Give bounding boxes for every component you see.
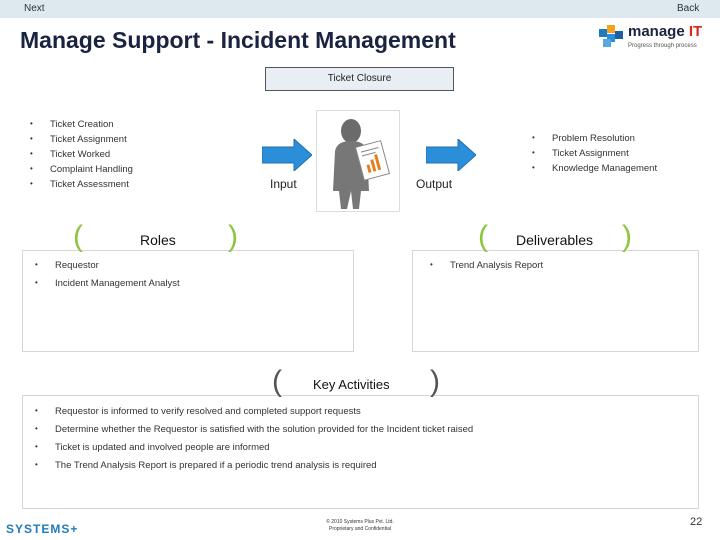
list-item: Determine whether the Requestor is satis… [35, 424, 473, 442]
confidential-line: Proprietary and Confidential [329, 526, 391, 532]
deliverables-list: Trend Analysis Report [430, 260, 543, 278]
page-number: 22 [690, 516, 703, 528]
list-item: Ticket Worked [30, 149, 133, 164]
list-item: Problem Resolution [532, 133, 657, 148]
list-item: Incident Management Analyst [35, 278, 180, 296]
list-item: Ticket Creation [30, 119, 133, 134]
list-item: Knowledge Management [532, 163, 657, 178]
input-list: Ticket Creation Ticket Assignment Ticket… [30, 119, 133, 194]
left-bracket-icon: ( [478, 220, 488, 253]
ticket-closure-box: Ticket Closure [265, 67, 454, 91]
output-label: Output [416, 177, 453, 191]
list-item: The Trend Analysis Report is prepared if… [35, 460, 473, 478]
list-item: Ticket Assignment [30, 134, 133, 149]
list-item: Trend Analysis Report [430, 260, 543, 278]
key-activities-title: Key Activities [313, 377, 390, 392]
list-item: Ticket Assessment [30, 179, 133, 194]
brand-name: manage IT [628, 23, 703, 40]
top-nav-bar [0, 0, 720, 18]
right-bracket-icon: ) [430, 365, 440, 398]
brand-tagline: Progress through process [628, 43, 697, 49]
output-arrow-icon [426, 139, 476, 171]
list-item: Ticket Assignment [532, 148, 657, 163]
list-item: Requestor is informed to verify resolved… [35, 406, 473, 424]
manageit-logo: manage IT Progress through process [598, 22, 708, 56]
output-list: Problem Resolution Ticket Assignment Kno… [532, 133, 657, 178]
list-item: Complaint Handling [30, 164, 133, 179]
left-bracket-icon: ( [73, 220, 83, 253]
input-arrow-icon [262, 139, 312, 171]
person-with-document-image [316, 110, 400, 212]
page-title: Manage Support - Incident Management [20, 27, 456, 53]
input-label: Input [270, 177, 297, 191]
left-bracket-icon: ( [272, 365, 282, 398]
right-bracket-icon: ) [228, 220, 238, 253]
copyright-footer: © 2010 Systems Plus Pvt. Ltd. Proprietar… [312, 519, 408, 533]
right-bracket-icon: ) [622, 220, 632, 253]
list-item: Ticket is updated and involved people ar… [35, 442, 473, 460]
back-link[interactable]: Back [677, 3, 700, 14]
key-activities-list: Requestor is informed to verify resolved… [35, 406, 473, 478]
systems-plus-logo: SYSTEMS+ [6, 522, 79, 536]
list-item: Requestor [35, 260, 180, 278]
copyright-line: © 2010 Systems Plus Pvt. Ltd. [326, 519, 394, 525]
cubes-icon [599, 25, 623, 47]
roles-list: Requestor Incident Management Analyst [35, 260, 180, 296]
deliverables-title: Deliverables [516, 232, 594, 248]
next-link[interactable]: Next [24, 3, 45, 14]
roles-title: Roles [140, 232, 176, 248]
